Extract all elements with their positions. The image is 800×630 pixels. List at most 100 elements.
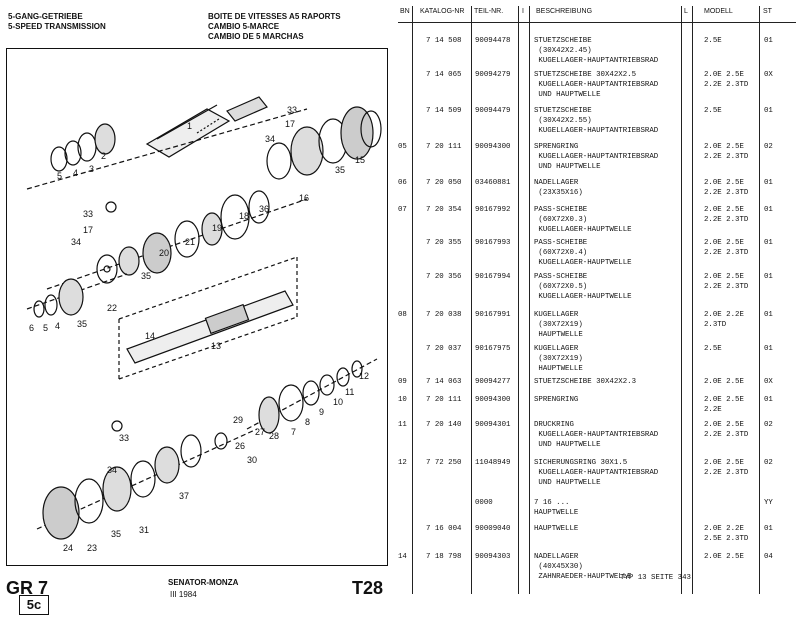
part-number-label: 17 (83, 225, 93, 235)
part-number-label: 30 (247, 455, 257, 465)
table-cell-bn: 09 (398, 378, 407, 386)
table-cell-katalog: 7 20 354 (426, 206, 462, 214)
table-cell-bn: 05 (398, 143, 407, 151)
table-cell-st: 0X (764, 71, 773, 79)
table-cell-modell: 2.0E 2.5E 2.2E 2.3TD (704, 143, 749, 161)
title-spanish: CAMBIO DE 5 MARCHAS (208, 32, 304, 41)
table-cell-st: 02 (764, 143, 773, 151)
table-cell-desc: STUETZSCHEIBE 30X42X2.5 KUGELLAGER-HAUPT… (534, 71, 659, 99)
part-number-label: 33 (83, 209, 93, 219)
column-divider (681, 6, 682, 594)
table-cell-desc: NADELLAGER (40X45X30) ZAHNRAEDER-HAUPTWE… (534, 553, 632, 581)
table-cell-teil: 90094279 (475, 71, 511, 79)
table-cell-bn: 12 (398, 459, 407, 467)
part-number-label: 33 (287, 105, 297, 115)
table-cell-modell: 2.0E 2.5E 2.2E (704, 396, 744, 414)
title-french: BOITE DE VITESSES A5 RAPORTS (208, 12, 341, 21)
header-modell: MODELL (704, 8, 733, 15)
table-cell-st: 02 (764, 459, 773, 467)
table-cell-desc: SPRENGRING (534, 396, 579, 404)
table-cell-katalog: 7 20 355 (426, 239, 462, 247)
part-number-label: 17 (285, 119, 295, 129)
table-cell-desc: SPRENGRING KUGELLAGER-HAUPTANTRIEBSRAD U… (534, 143, 659, 171)
part-number-label: 21 (185, 237, 195, 247)
table-cell-desc: PASS-SCHEIBE (60X72X0.3) KUGELLAGER-HAUP… (534, 206, 632, 234)
table-cell-katalog: 7 20 111 (426, 396, 462, 404)
header-katalog: KATALOG-NR (420, 8, 465, 15)
table-cell-katalog: 7 16 004 (426, 525, 462, 533)
header-rule (398, 22, 796, 23)
table-cell-teil: 90094479 (475, 107, 511, 115)
table-cell-teil: 90094300 (475, 396, 511, 404)
table-cell-katalog: 7 20 050 (426, 179, 462, 187)
table-cell-st: 04 (764, 553, 773, 561)
table-cell-modell: 2.5E (704, 37, 722, 45)
part-number-label: 8 (305, 417, 310, 427)
part-number-label: 14 (145, 331, 155, 341)
page-label: T28 (352, 578, 384, 598)
table-cell-st: 01 (764, 345, 773, 353)
column-divider (759, 6, 760, 594)
column-divider (471, 6, 472, 594)
part-number-label: 35 (141, 271, 151, 281)
table-cell-modell: 2.0E 2.5E (704, 378, 744, 386)
part-number-label: 35 (335, 165, 345, 175)
part-number-label: 11 (345, 387, 354, 397)
column-divider (692, 6, 693, 594)
table-cell-bn: 06 (398, 179, 407, 187)
part-number-label: 4 (55, 321, 60, 331)
header-i: I (522, 8, 524, 15)
part-number-label: 7 (291, 427, 296, 437)
table-cell-desc: STUETZSCHEIBE 30X42X2.3 (534, 378, 637, 386)
table-cell-katalog: 7 20 140 (426, 421, 462, 429)
table-cell-teil: 90094478 (475, 37, 511, 45)
part-number-label: 2 (101, 151, 106, 161)
table-cell-desc: STUETZSCHEIBE (30X42X2.45) KUGELLAGER-HA… (534, 37, 659, 65)
part-number-label: 20 (159, 248, 169, 258)
table-cell-st: 02 (764, 421, 773, 429)
table-cell-modell: 2.0E 2.5E 2.2E 2.3TD (704, 273, 749, 291)
table-cell-katalog: 7 18 798 (426, 553, 462, 561)
table-cell-katalog: 7 20 037 (426, 345, 462, 353)
part-number-label: 18 (239, 211, 249, 221)
table-cell-desc: DRUCKRING KUGELLAGER-HAUPTANTRIEBSRAD UN… (534, 421, 659, 449)
table-cell-teil: 90167994 (475, 273, 511, 281)
part-number-label: 27 (255, 427, 265, 437)
header-beschreibung: BESCHREIBUNG (536, 8, 593, 15)
table-cell-modell: 2.0E 2.2E 2.5E 2.3TD (704, 525, 749, 543)
table-cell-st: 01 (764, 273, 773, 281)
table-cell-katalog: 7 20 038 (426, 311, 462, 319)
table-cell-modell: 2.0E 2.2E 2.3TD (704, 311, 744, 329)
table-cell-teil: 90009040 (475, 525, 511, 533)
table-cell-katalog: 7 20 111 (426, 143, 462, 151)
date-label: III 1984 (170, 590, 197, 599)
exploded-view-drawing: 1234533173415351636181921203522331734546… (26, 96, 382, 553)
table-cell-modell: 2.0E 2.5E (704, 553, 744, 561)
title-italian: CAMBIO 5-MARCE (208, 22, 280, 31)
table-cell-teil: 0000 (475, 499, 493, 507)
table-cell-desc: PASS-SCHEIBE (60X72X0.5) KUGELLAGER-HAUP… (534, 273, 632, 301)
figure-badge: 5c (19, 595, 49, 615)
table-cell-modell: 2.0E 2.5E 2.2E 2.3TD (704, 206, 749, 224)
table-cell-bn: 07 (398, 206, 407, 214)
part-number-label: 3 (89, 164, 94, 174)
table-cell-teil: 90167975 (475, 345, 511, 353)
part-number-label: 31 (139, 525, 149, 535)
part-number-label: 23 (87, 543, 97, 553)
table-cell-katalog: 7 14 065 (426, 71, 462, 79)
table-cell-katalog: 7 72 250 (426, 459, 462, 467)
table-cell-st: 01 (764, 239, 773, 247)
title-german: 5-GANG-GETRIEBE (8, 12, 83, 21)
part-number-label: 36 (259, 204, 269, 214)
header-l: L (684, 8, 688, 15)
table-cell-st: 01 (764, 396, 773, 404)
part-number-label: 5 (43, 323, 48, 333)
part-number-label: 29 (233, 415, 243, 425)
table-cell-modell: 2.5E (704, 345, 722, 353)
part-number-label: 15 (355, 155, 365, 165)
table-cell-desc: PASS-SCHEIBE (60X72X0.4) KUGELLAGER-HAUP… (534, 239, 632, 267)
table-cell-desc: KUGELLAGER (30X72X19) HAUPTWELLE (534, 345, 583, 373)
table-cell-bn: 14 (398, 553, 407, 561)
table-cell-modell: 2.0E 2.5E 2.2E 2.3TD (704, 239, 749, 257)
